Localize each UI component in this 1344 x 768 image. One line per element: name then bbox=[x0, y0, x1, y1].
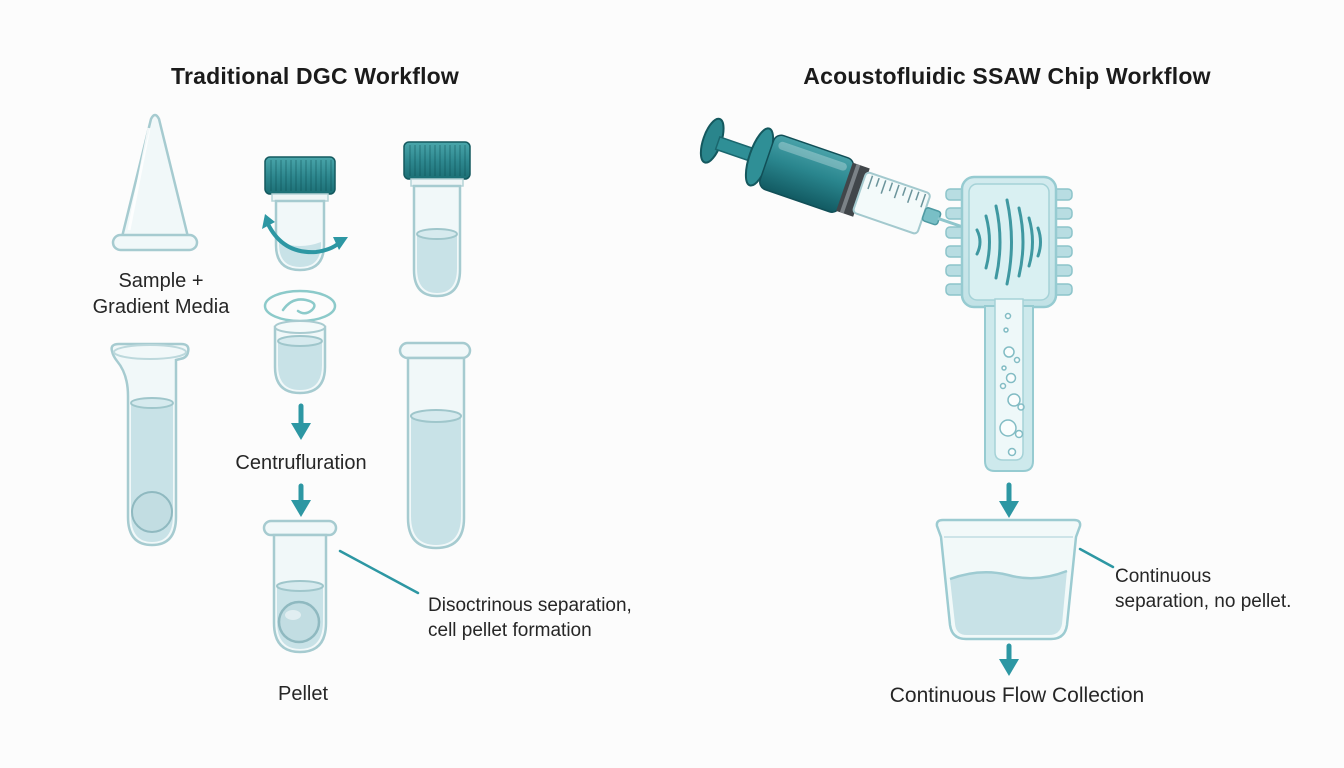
microchannel-icon bbox=[984, 298, 1034, 472]
conical-tube-icon bbox=[111, 113, 199, 252]
separation-note-line2: cell pellet formation bbox=[428, 620, 592, 642]
centrifugation-label: Centrufluration bbox=[235, 452, 367, 474]
syringe-graduations bbox=[867, 175, 927, 208]
down-arrow-icon bbox=[291, 403, 311, 440]
capped-sample-tube-icon bbox=[403, 141, 471, 298]
capped-tube-vortex-icon bbox=[262, 156, 348, 272]
down-arrow-icon bbox=[999, 482, 1019, 518]
separation-note: Disoctrinous separation, cell pellet for… bbox=[428, 593, 632, 643]
collection-label: Continuous Flow Collection bbox=[889, 684, 1145, 707]
pellet-label: Pellet bbox=[277, 683, 329, 705]
right-panel-title: Acoustofluidic SSAW Chip Workflow bbox=[803, 63, 1211, 89]
left-panel-title: Traditional DGC Workflow bbox=[170, 63, 460, 89]
swirl-icon bbox=[263, 289, 337, 323]
cap-ridges bbox=[270, 160, 332, 191]
cap-ridges bbox=[409, 145, 466, 176]
round-bottom-spout-tube-icon bbox=[110, 342, 190, 547]
pointer-line bbox=[338, 549, 420, 595]
collection-beaker-icon bbox=[935, 518, 1082, 641]
particle-bubbles bbox=[999, 312, 1025, 457]
down-arrow-icon bbox=[999, 643, 1019, 676]
continuous-note-line2: separation, no pellet. bbox=[1115, 591, 1292, 613]
sample-gradient-line2: Gradient Media bbox=[92, 296, 230, 319]
continuous-note-line1: Continuous bbox=[1115, 566, 1212, 587]
separation-note-line1: Disoctrinous separation, bbox=[428, 595, 632, 616]
pointer-line bbox=[1078, 547, 1115, 569]
syringe-icon bbox=[699, 117, 979, 235]
down-arrow-icon bbox=[291, 483, 311, 517]
ssaw-chip-icon bbox=[945, 175, 1073, 309]
pellet-tube-icon bbox=[262, 519, 338, 654]
tall-test-tube-icon bbox=[398, 341, 472, 550]
sample-gradient-label: Sample + Gradient Media bbox=[93, 268, 230, 321]
sample-gradient-line1: Sample + bbox=[118, 270, 204, 292]
continuous-note: Continuous separation, no pellet. bbox=[1115, 564, 1291, 614]
acoustic-wave-icon bbox=[975, 198, 1042, 286]
small-cup-tube-icon bbox=[273, 320, 327, 395]
vortex-arrow-icon bbox=[262, 214, 348, 255]
